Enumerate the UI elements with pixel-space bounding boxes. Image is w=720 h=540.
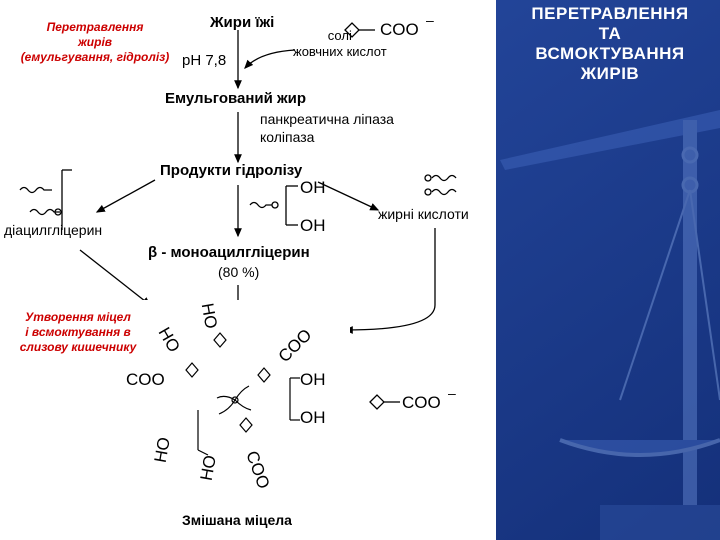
label-emulsified-fat: Емульгований жир: [165, 90, 307, 107]
label-ph: pH 7,8: [182, 52, 227, 69]
label-percent: (80 %): [218, 264, 260, 280]
label-diacylglycerol: діацилгліцерин: [4, 222, 103, 238]
fat-digestion-diagram: [19, 22, 457, 515]
label-monoacylglycerol: β - моноацилгліцерин: [148, 244, 310, 261]
label-hydrolysis-products: Продукти гідролізу: [160, 162, 303, 179]
arrow-diacyl-to-micelle: [79, 249, 152, 306]
arrow-to-fatty-acids: [317, 181, 380, 211]
micelle-label-ho-1: HO: [197, 301, 221, 331]
micelle-label-oh-2: OH: [300, 408, 326, 427]
bile-salt-right-structure: [369, 394, 400, 410]
micelle-label-coo-2: COO: [126, 370, 165, 389]
label-oh-top: OH: [300, 178, 326, 197]
slide-title: ПЕРЕТРАВЛЕННЯ ТА ВСМОКТУВАННЯ ЖИРІВ: [531, 4, 689, 83]
scale-icon: [500, 110, 720, 540]
label-coo-right: COO: [402, 393, 441, 412]
micelle-box: [120, 300, 350, 515]
label-coo-top: COO: [380, 20, 419, 39]
fatty-acids-structure: [424, 174, 457, 196]
note-digestion: Перетравлення жирів (емульгування, гідро…: [20, 20, 170, 64]
arrow-bile-salts: [244, 49, 296, 69]
bile-salt-structure: [344, 22, 375, 38]
monoacylglycerol-structure: [249, 185, 298, 226]
label-dietary-fats: Жири їжі: [210, 14, 275, 31]
micelle-structure: [185, 332, 300, 456]
label-bile-salts: солі жовчних кислот: [293, 28, 387, 59]
micelle-label-oh-1: OH: [300, 370, 326, 389]
minus-sign-right: –: [448, 385, 456, 401]
note-micelles: Утворення міцел і всмоктування в слизову…: [19, 310, 137, 354]
diacylglycerol-structure: [19, 169, 72, 230]
label-oh-bottom: OH: [300, 216, 326, 235]
label-fatty-acids: жирні кислоти: [378, 206, 469, 222]
arrow-fattyacids-to-micelle: [343, 228, 436, 334]
label-enzymes: панкреатична ліпаза коліпаза: [260, 111, 394, 145]
label-mixed-micelle: Змішана міцела: [182, 512, 292, 528]
minus-sign-top: –: [426, 12, 434, 28]
arrow-to-diacylglycerol: [95, 179, 156, 213]
